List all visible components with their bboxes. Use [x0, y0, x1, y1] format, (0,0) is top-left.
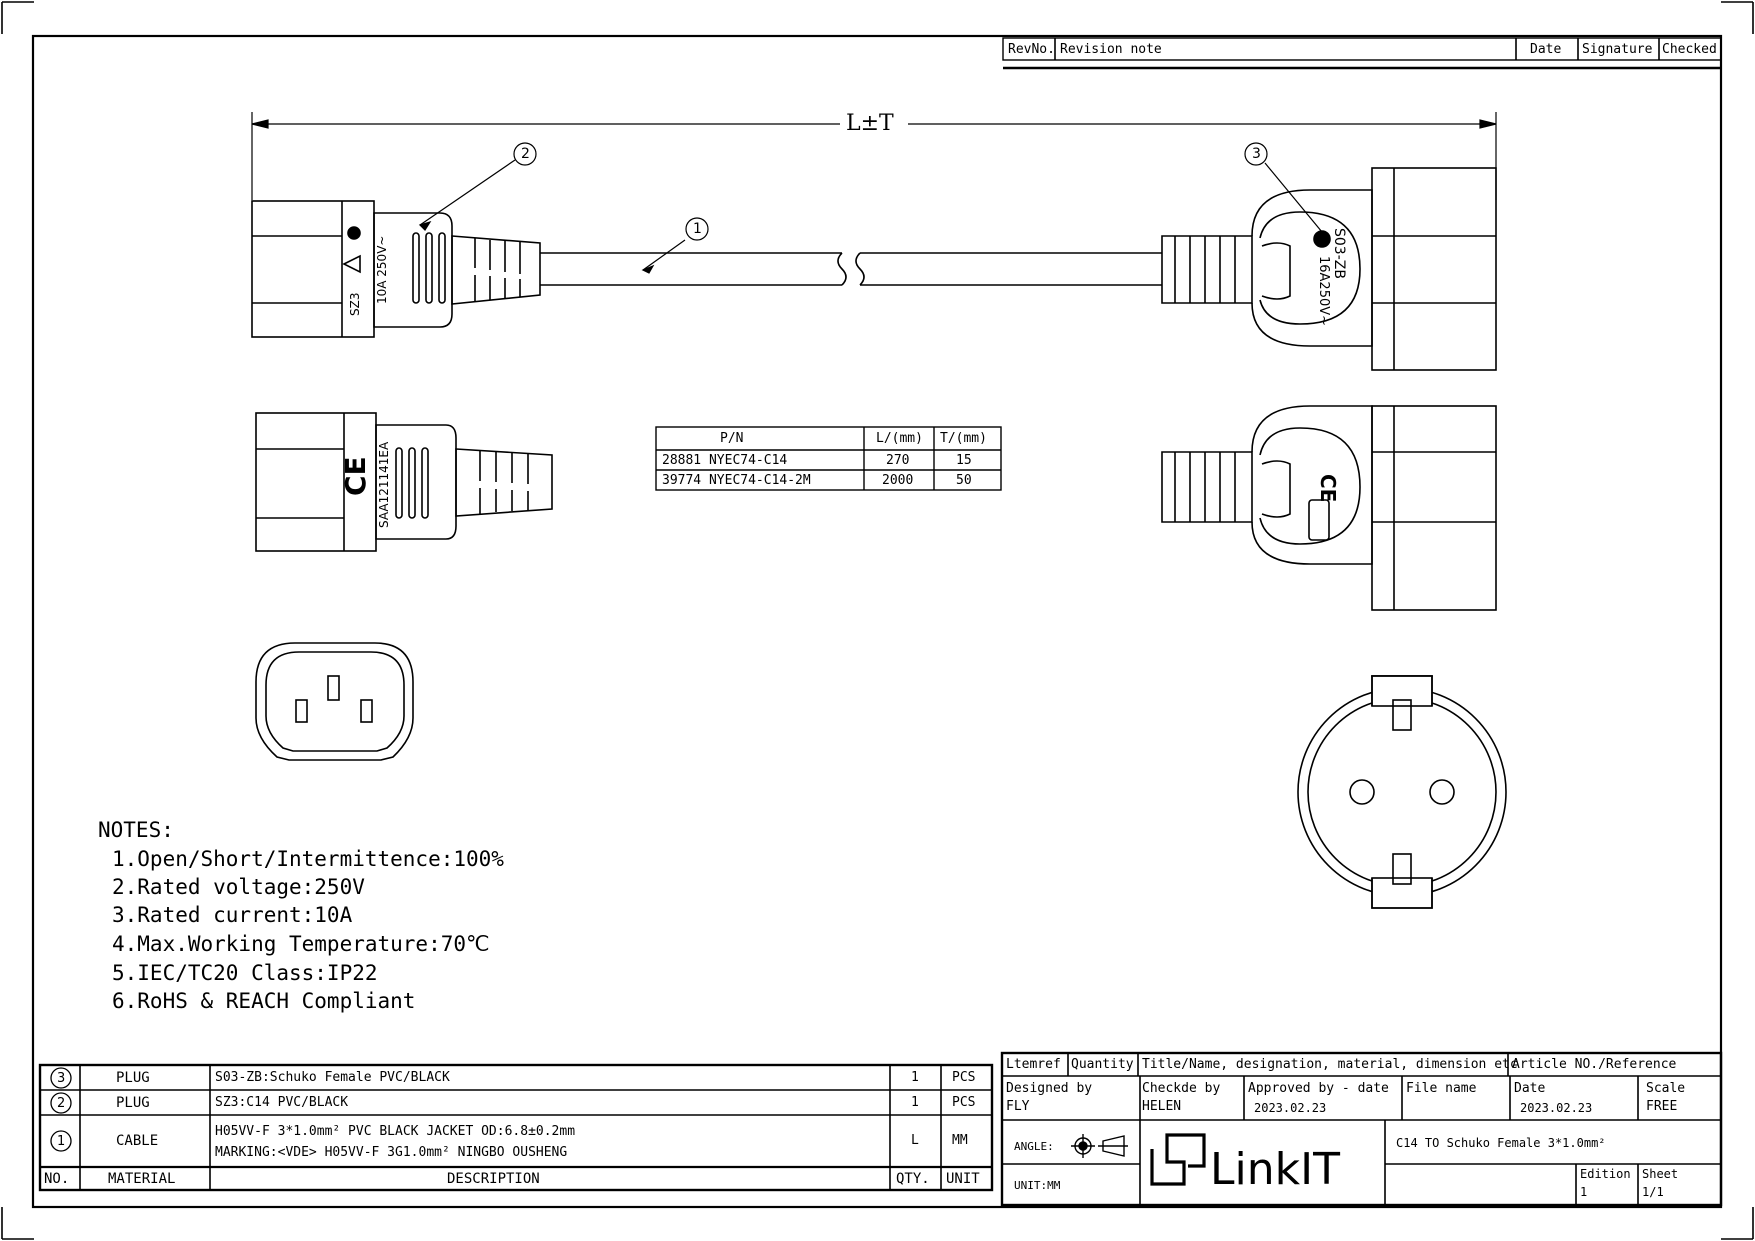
callout-2: 2 — [521, 146, 530, 162]
bom-row-3-unit: PCS — [952, 1070, 976, 1085]
bom-row-2-unit: PCS — [952, 1095, 976, 1110]
date-label: Date — [1514, 1081, 1546, 1096]
approved-label: Approved by - date — [1248, 1081, 1389, 1096]
unit-label: UNIT:MM — [1014, 1179, 1061, 1192]
edition-label: Edition — [1580, 1167, 1631, 1181]
designed-by-label: Designed by — [1006, 1081, 1093, 1096]
title-block-grid — [1000, 1051, 1723, 1207]
pn-row-2-tolerance: 50 — [956, 473, 972, 488]
sheet-value: 1/1 — [1642, 1185, 1664, 1199]
file-name-label: File name — [1406, 1081, 1477, 1096]
schuko-model-marking: S03-ZB — [1331, 228, 1347, 279]
bom-row-1-qty: L — [911, 1133, 919, 1148]
c14-inlet-face — [255, 642, 414, 761]
linkit-logo-icon — [1150, 1133, 1206, 1186]
signature-header: Signature — [1582, 42, 1653, 57]
drawing-frame — [31, 34, 1723, 1209]
callout-leaders — [418, 159, 1323, 274]
pn-row-2-length: 2000 — [882, 473, 914, 488]
checked-header: Checked — [1662, 42, 1717, 57]
tolerance-header: T/(mm) — [940, 431, 987, 446]
bom-header-material: MATERIAL — [108, 1171, 176, 1187]
bom-header-unit: UNIT — [946, 1171, 980, 1187]
logo-text: LinkIT — [1210, 1144, 1340, 1195]
note-item: 4.Max.Working Temperature:70℃ — [112, 932, 490, 956]
bom-row-2-description: SZ3:C14 PVC/BLACK — [215, 1095, 349, 1110]
schuko-ce-mark-icon: CE — [1316, 474, 1340, 503]
title-label: Title/Name, designation, material, dimen… — [1142, 1057, 1518, 1072]
bom-row-1-no: 1 — [57, 1134, 66, 1149]
note-item: 6.RoHS & REACH Compliant — [112, 989, 416, 1013]
ltemref-label: Ltemref — [1006, 1057, 1061, 1072]
checked-by-value: HELEN — [1142, 1099, 1182, 1114]
bom-row-1-material: CABLE — [116, 1133, 159, 1149]
dimension-label: L±T — [846, 111, 894, 136]
bom-row-3-material: PLUG — [116, 1070, 150, 1086]
pn-row-1-length: 270 — [886, 453, 910, 468]
schuko-front-view — [1161, 405, 1497, 611]
ce-mark-icon: CE — [339, 456, 372, 496]
pn-header: P/N — [720, 431, 744, 446]
callout-1: 1 — [693, 221, 702, 237]
note-item: 3.Rated current:10A — [112, 903, 353, 927]
pn-row-1-pn: 28881 NYEC74-C14 — [662, 453, 788, 468]
bom-row-1-description: H05VV-F 3*1.0mm² PVC BLACK JACKET OD:6.8… — [215, 1124, 576, 1139]
c14-rating-marking: 10A 250V~ — [375, 235, 389, 304]
checked-by-label: Checkde by — [1142, 1081, 1221, 1096]
bom-row-2-no: 2 — [57, 1096, 66, 1111]
note-item: 1.Open/Short/Intermittence:100% — [112, 847, 504, 871]
callout-3: 3 — [1252, 146, 1261, 162]
bom-row-3-description: S03-ZB:Schuko Female PVC/BLACK — [215, 1070, 450, 1085]
revision-table — [1002, 37, 1722, 70]
sheet-label: Sheet — [1642, 1167, 1679, 1181]
quantity-label: Quantity — [1071, 1057, 1134, 1072]
bom-row-3-qty: 1 — [911, 1070, 919, 1085]
c14-model-marking: SZ3 — [348, 292, 362, 316]
designed-by-value: FLY — [1006, 1099, 1030, 1114]
note-item: 5.IEC/TC20 Class:IP22 — [112, 961, 378, 985]
article-label: Article NO./Reference — [1512, 1057, 1677, 1072]
bom-row-3-no: 3 — [57, 1071, 66, 1086]
c14-cert-marking: SAA121141EA — [377, 441, 391, 528]
approved-date: 2023.02.23 — [1254, 1101, 1327, 1115]
schuko-socket-face — [1297, 675, 1507, 909]
scale-value: FREE — [1646, 1099, 1678, 1114]
bom-header-no: NO. — [44, 1171, 70, 1187]
bom-row-2-qty: 1 — [911, 1095, 919, 1110]
bom-row-1-marking: MARKING:<VDE> H05VV-F 3G1.0mm² NINGBO OU… — [215, 1145, 568, 1160]
bom-row-2-material: PLUG — [116, 1095, 150, 1111]
rev-no-header: RevNo. — [1008, 42, 1055, 57]
notes-title: NOTES: — [98, 818, 174, 842]
length-header: L/(mm) — [876, 431, 923, 446]
pn-row-1-tolerance: 15 — [956, 453, 972, 468]
pn-row-2-pn: 39774 NYEC74-C14-2M — [662, 473, 811, 488]
schuko-rating-marking: 16A250V~ — [1316, 256, 1331, 327]
bom-header-description: DESCRIPTION — [447, 1171, 540, 1187]
note-item: 2.Rated voltage:250V — [112, 875, 365, 899]
edition-value: 1 — [1580, 1185, 1588, 1199]
date-value: 2023.02.23 — [1520, 1101, 1593, 1115]
projection-symbol-icon — [1071, 1134, 1128, 1158]
bom-row-1-unit: MM — [952, 1133, 968, 1148]
bom-table-grid — [38, 1063, 994, 1192]
document-title: C14 TO Schuko Female 3*1.0mm² — [1396, 1136, 1606, 1150]
pn-table-grid — [655, 426, 1002, 491]
c14-plug-side-view — [251, 200, 1162, 338]
date-header: Date — [1530, 42, 1562, 57]
schuko-side-view — [1161, 167, 1497, 371]
revision-note-header: Revision note — [1060, 42, 1162, 57]
bom-header-qty: QTY. — [896, 1171, 930, 1187]
angle-label: ANGLE: — [1014, 1140, 1054, 1153]
scale-label: Scale — [1646, 1081, 1686, 1096]
c14-plug-front-view — [255, 412, 553, 552]
